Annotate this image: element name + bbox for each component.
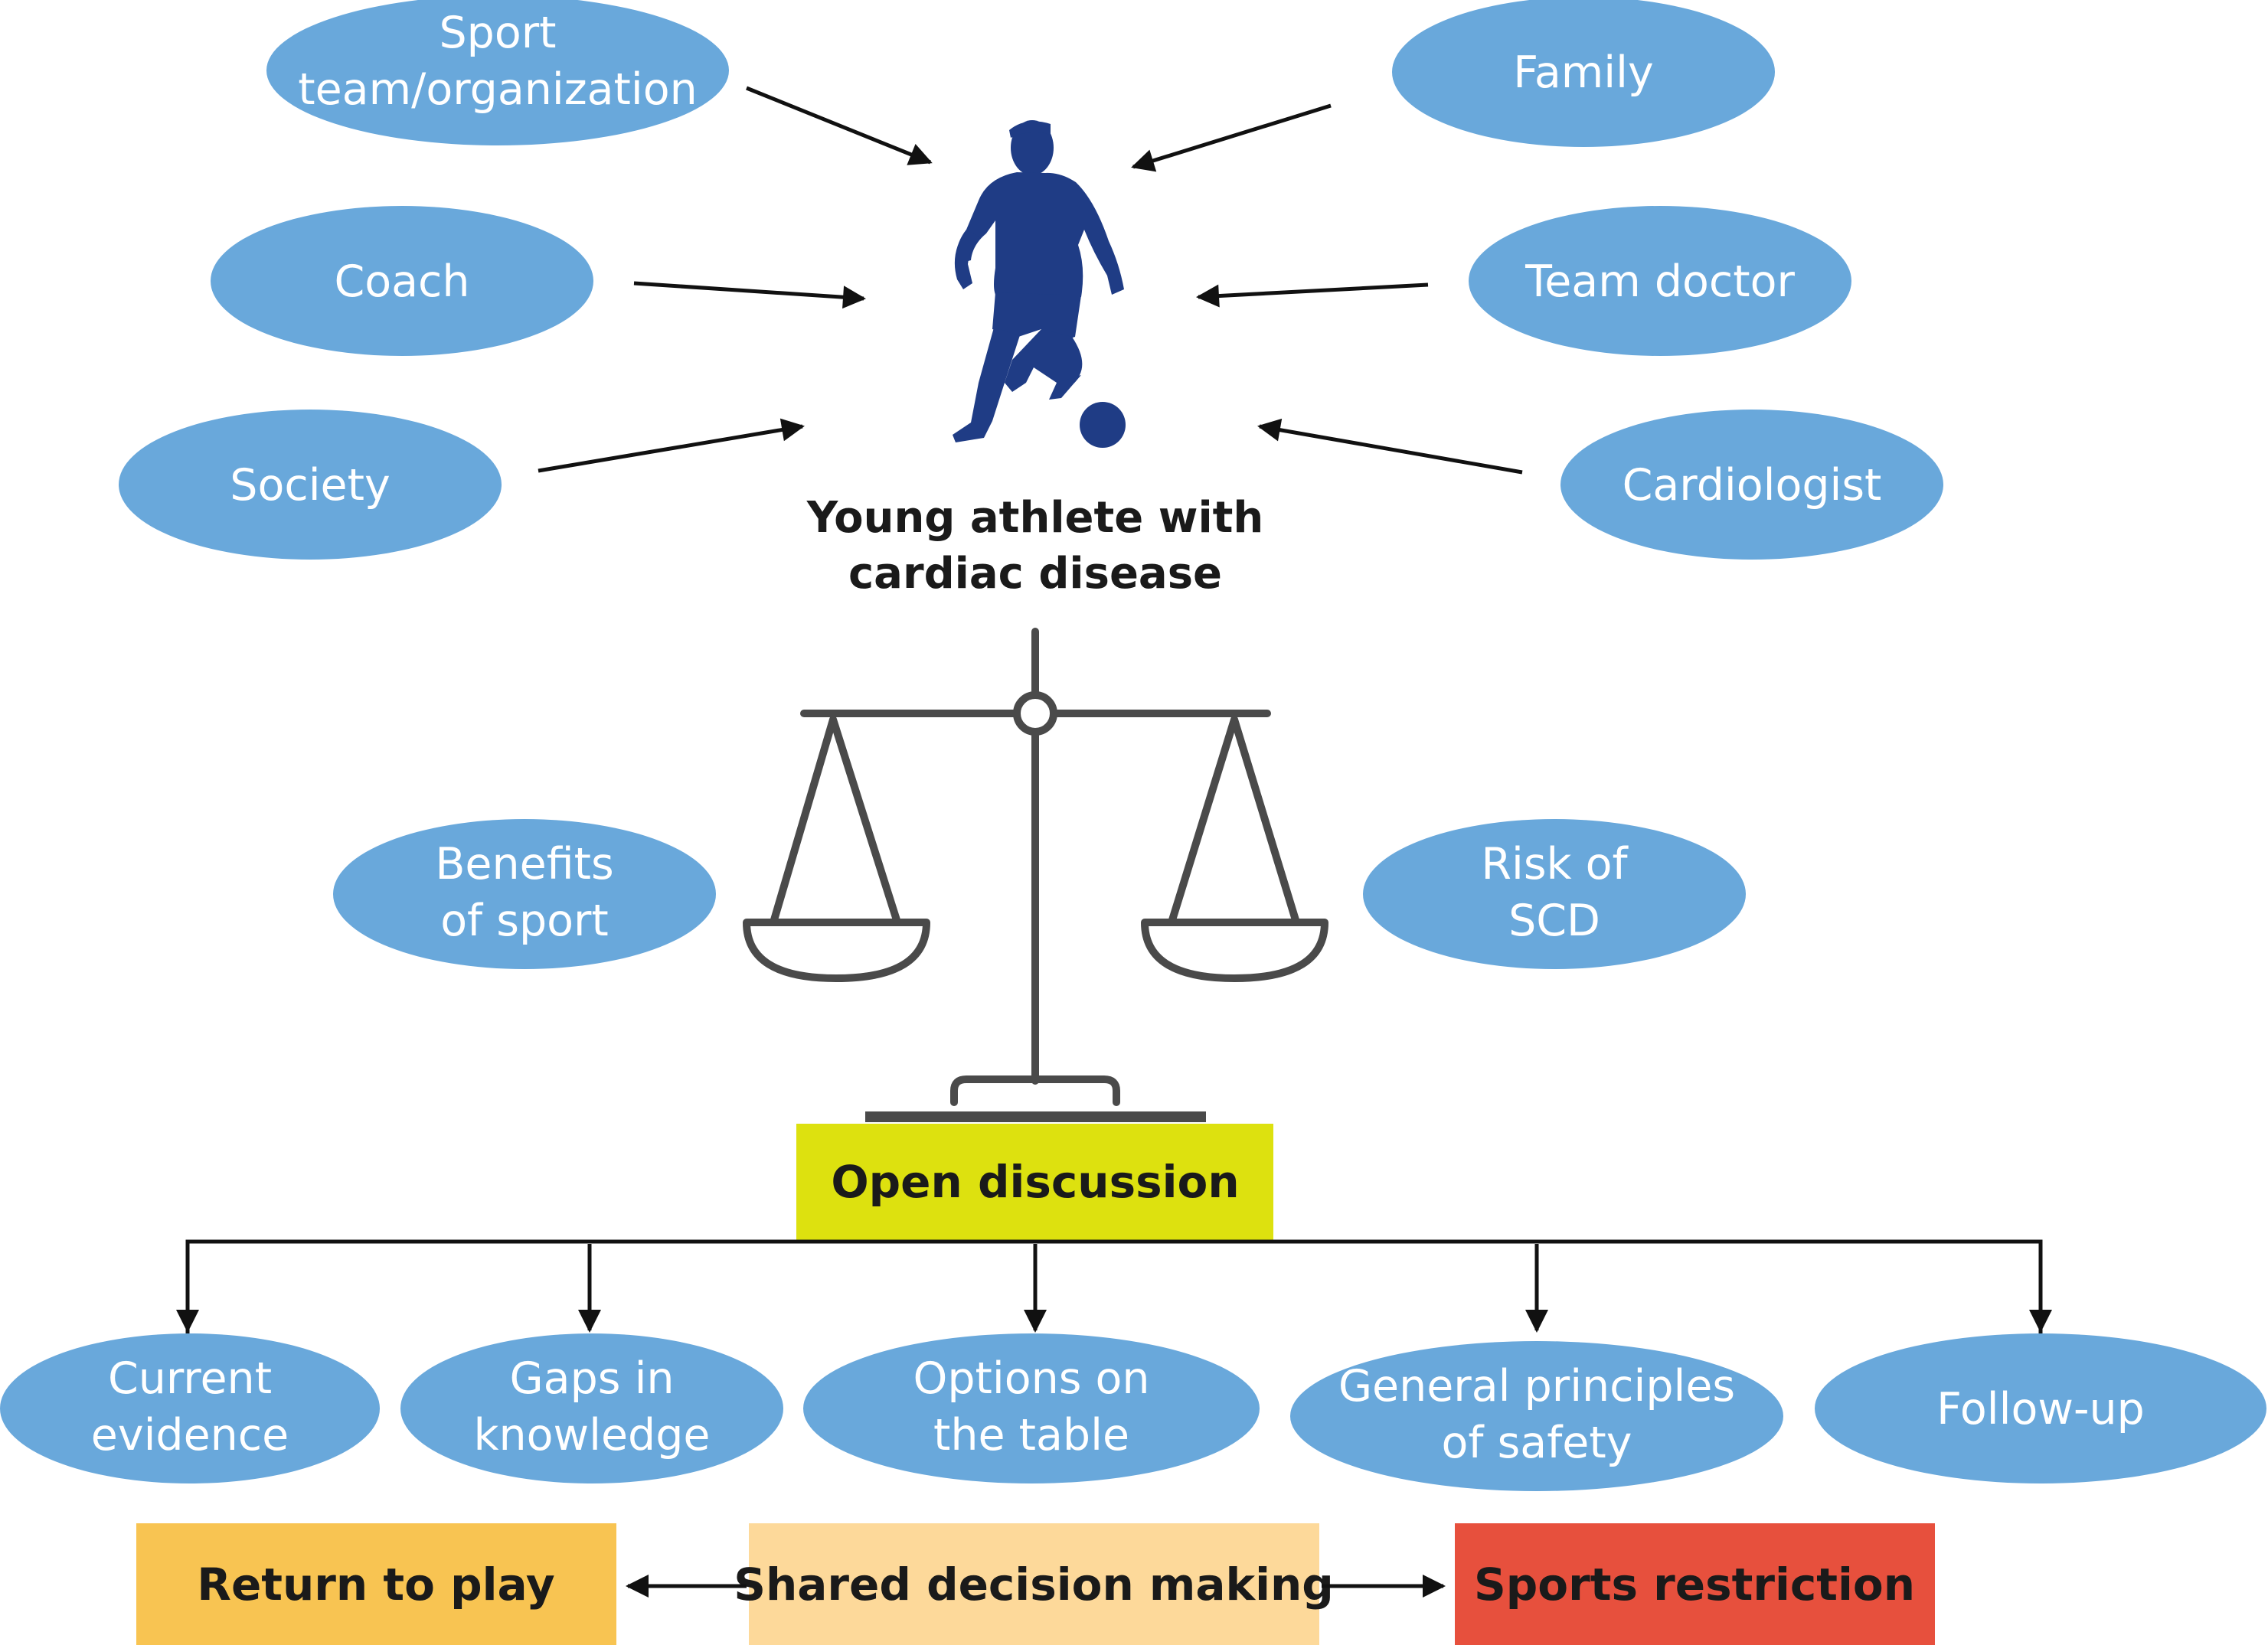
arrow-coach xyxy=(633,281,866,309)
topic-current-evidence: Current evidence xyxy=(0,1333,380,1483)
arrow-sport-team xyxy=(746,86,933,165)
arrow-team-doctor xyxy=(1196,282,1429,308)
stakeholder-coach: Coach xyxy=(211,206,593,356)
balance-scale-icon xyxy=(743,628,1328,1122)
balance-benefits-line1: Benefits xyxy=(435,839,613,889)
topic-current-evidence-line2: evidence xyxy=(91,1410,289,1461)
open-discussion-box: Open discussion xyxy=(796,1124,1273,1240)
center-label-line2: cardiac disease xyxy=(848,549,1222,599)
topic-general-principles: General principles of safety xyxy=(1290,1341,1783,1491)
topic-gaps-in-knowledge: Gaps in knowledge xyxy=(400,1333,783,1483)
topic-gaps-line2: knowledge xyxy=(474,1410,711,1461)
discussion-tree xyxy=(176,1239,2052,1333)
stakeholder-cardiologist: Cardiologist xyxy=(1560,410,1943,560)
stakeholder-team-doctor: Team doctor xyxy=(1469,206,1851,356)
stakeholder-coach-label: Coach xyxy=(334,256,469,307)
topic-options-line1: Options on xyxy=(913,1353,1149,1404)
topic-options-on-table: Options on the table xyxy=(803,1333,1260,1483)
stakeholder-sport-team-line2: team/organization xyxy=(298,64,698,115)
outcome-return-to-play-label: Return to play xyxy=(197,1559,554,1611)
topic-options-line2: the table xyxy=(933,1410,1129,1461)
balance-risk-line1: Risk of xyxy=(1481,839,1629,889)
athlete-silhouette-icon xyxy=(953,120,1124,442)
balance-benefits: Benefits of sport xyxy=(333,819,716,969)
topic-principles-line1: General principles xyxy=(1338,1361,1735,1412)
balance-risk: Risk of SCD xyxy=(1363,819,1746,969)
stakeholder-arrows xyxy=(538,86,1523,475)
stakeholder-society-label: Society xyxy=(230,460,390,511)
open-discussion-label: Open discussion xyxy=(831,1156,1239,1208)
outcome-sports-restriction: Sports restriction xyxy=(1455,1523,1935,1645)
stakeholder-sport-team-line1: Sport xyxy=(439,8,556,58)
topic-follow-up-label: Follow-up xyxy=(1936,1384,2145,1434)
stakeholder-sport-team: Sport team/organization xyxy=(266,0,729,145)
stakeholder-cardiologist-label: Cardiologist xyxy=(1623,460,1882,511)
outcome-return-to-play: Return to play xyxy=(136,1523,616,1645)
topic-gaps-line1: Gaps in xyxy=(509,1353,674,1404)
topic-current-evidence-line1: Current xyxy=(108,1353,272,1404)
topic-follow-up: Follow-up xyxy=(1815,1333,2266,1483)
outcome-shared-decision: Shared decision making xyxy=(734,1523,1334,1645)
topic-principles-line2: of safety xyxy=(1442,1418,1632,1468)
soccer-ball-icon xyxy=(1080,402,1126,448)
stakeholder-team-doctor-label: Team doctor xyxy=(1525,256,1795,307)
balance-risk-line2: SCD xyxy=(1508,896,1600,946)
stakeholder-family: Family xyxy=(1392,0,1775,147)
stakeholder-family-label: Family xyxy=(1513,47,1653,98)
outcome-sports-restriction-label: Sports restriction xyxy=(1474,1559,1915,1611)
outcome-shared-decision-label: Shared decision making xyxy=(734,1559,1334,1611)
balance-benefits-line2: of sport xyxy=(440,896,609,946)
arrow-family xyxy=(1131,103,1332,172)
center-label-line1: Young athlete with xyxy=(806,493,1264,543)
stakeholder-society: Society xyxy=(119,410,502,560)
arrow-society xyxy=(538,418,805,473)
arrow-cardiologist xyxy=(1257,418,1523,475)
